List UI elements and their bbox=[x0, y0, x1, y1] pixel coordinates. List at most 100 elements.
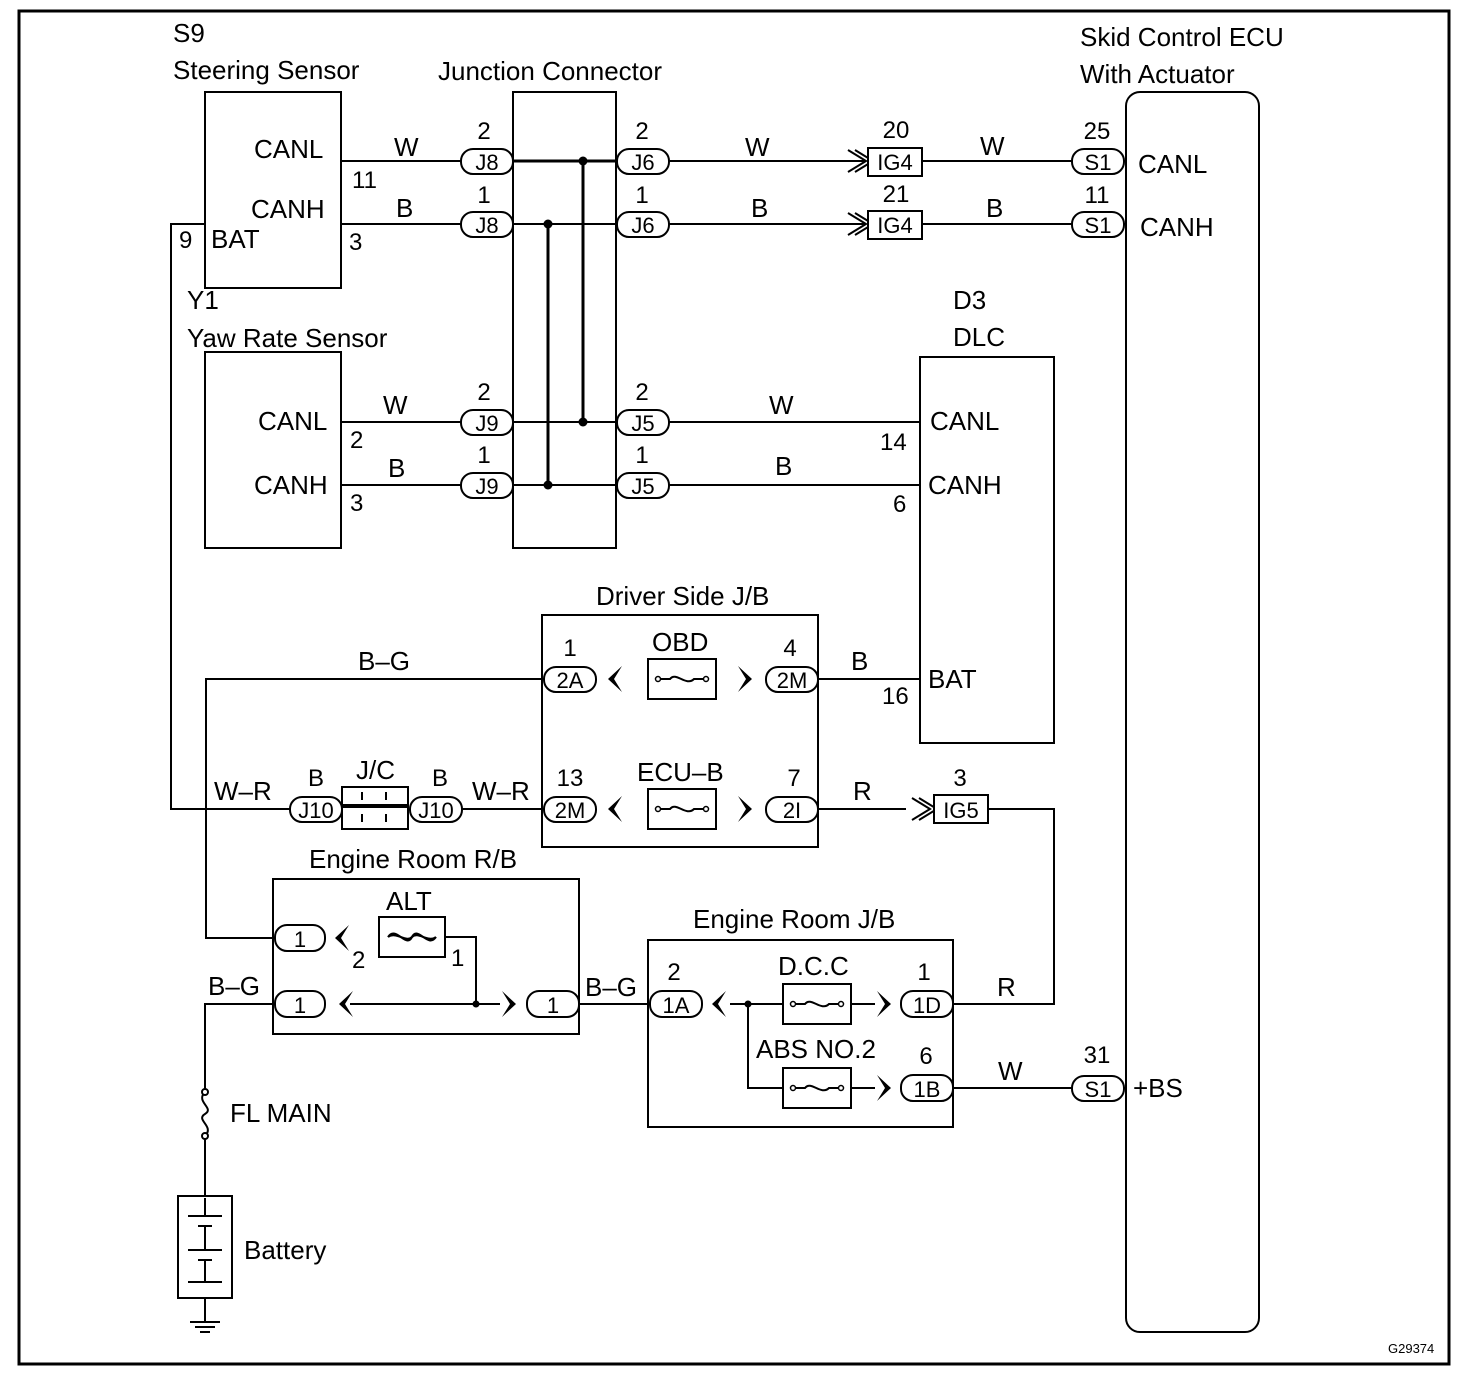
alt-pin-2: 2 bbox=[352, 947, 365, 974]
svg-text:W: W bbox=[769, 390, 794, 420]
svg-text:2: 2 bbox=[477, 379, 490, 406]
svg-text:1: 1 bbox=[294, 927, 306, 952]
ecub-fuse-box bbox=[647, 788, 717, 830]
driver-jb-box bbox=[541, 614, 819, 848]
diagram-frame bbox=[17, 9, 1451, 1366]
svg-text:IG5: IG5 bbox=[943, 798, 978, 823]
svg-text:S1: S1 bbox=[1085, 150, 1112, 175]
connector-rb-1-top: 1 bbox=[274, 924, 326, 952]
connector-1d: 1D 1 bbox=[900, 959, 954, 1018]
svg-text:1B: 1B bbox=[914, 1077, 941, 1102]
svg-text:2: 2 bbox=[635, 118, 648, 145]
svg-text:B–G: B–G bbox=[585, 972, 637, 1002]
svg-text:J5: J5 bbox=[631, 474, 654, 499]
svg-text:W: W bbox=[745, 132, 770, 162]
junction-connector: Junction Connector bbox=[438, 56, 662, 549]
splice-dots bbox=[472, 156, 752, 1008]
yaw-canh-label: CANH bbox=[254, 470, 328, 500]
wire-labels: W B W B W B W B W B B–G B W–R W–R R R B–… bbox=[208, 131, 1023, 1086]
svg-text:1: 1 bbox=[294, 993, 306, 1018]
steering-bat-label: BAT bbox=[211, 224, 260, 254]
skid-ecu-name-2: With Actuator bbox=[1080, 59, 1235, 89]
svg-text:J9: J9 bbox=[475, 411, 498, 436]
skid-ecu-canh-label: CANH bbox=[1140, 212, 1214, 242]
svg-text:J5: J5 bbox=[631, 411, 654, 436]
svg-text:6: 6 bbox=[919, 1043, 932, 1070]
steering-sensor-code: S9 bbox=[173, 18, 205, 48]
svg-text:J9: J9 bbox=[475, 474, 498, 499]
engine-jb-name: Engine Room J/B bbox=[693, 904, 895, 934]
svg-text:IG4: IG4 bbox=[877, 213, 912, 238]
connector-s1-b: S1 11 bbox=[1071, 182, 1125, 238]
battery-label: Battery bbox=[244, 1235, 326, 1265]
svg-text:J6: J6 bbox=[631, 150, 654, 175]
dlc-box bbox=[919, 356, 1055, 744]
svg-text:B: B bbox=[851, 646, 868, 676]
connector-ig4-a: IG4 20 bbox=[867, 117, 923, 177]
svg-text:1D: 1D bbox=[913, 993, 941, 1018]
steering-sensor-name: Steering Sensor bbox=[173, 55, 360, 85]
dlc-canh-label: CANH bbox=[928, 470, 1002, 500]
svg-text:2: 2 bbox=[477, 118, 490, 145]
svg-text:2: 2 bbox=[667, 959, 680, 986]
dlc-bat-pin: 16 bbox=[882, 683, 909, 710]
dlc: D3 DLC CANL CANH BAT 14 6 16 bbox=[880, 285, 1055, 744]
engine-rb-box bbox=[272, 878, 580, 1035]
yaw-canl-pin: 2 bbox=[350, 427, 363, 454]
svg-text:S1: S1 bbox=[1085, 213, 1112, 238]
svg-text:B–G: B–G bbox=[358, 646, 410, 676]
svg-text:B: B bbox=[388, 453, 405, 483]
svg-text:2A: 2A bbox=[557, 668, 584, 693]
svg-text:2: 2 bbox=[635, 379, 648, 406]
dlc-code: D3 bbox=[953, 285, 986, 315]
connector-j6-b: J6 1 bbox=[616, 182, 670, 238]
dlc-canh-pin: 6 bbox=[893, 491, 906, 518]
engine-room-rb: Engine Room R/B ALT 2 1 bbox=[272, 844, 580, 1035]
svg-text:B: B bbox=[751, 193, 768, 223]
svg-text:J10: J10 bbox=[418, 798, 453, 823]
svg-text:J6: J6 bbox=[631, 213, 654, 238]
jc-block: J/C bbox=[341, 755, 409, 830]
connector-j6-a: J6 2 bbox=[616, 118, 670, 175]
skid-control-ecu: Skid Control ECU With Actuator CANL CANH… bbox=[1080, 22, 1284, 1333]
svg-text:2M: 2M bbox=[555, 798, 586, 823]
svg-text:S1: S1 bbox=[1085, 1077, 1112, 1102]
jc-internal bbox=[361, 792, 387, 822]
svg-text:1: 1 bbox=[563, 635, 576, 662]
alt-pin-1: 1 bbox=[451, 945, 464, 972]
svg-text:R: R bbox=[853, 776, 872, 806]
connector-1a: 1A 2 bbox=[649, 959, 703, 1018]
steering-canh-label: CANH bbox=[251, 194, 325, 224]
connector-j5-b: J5 1 bbox=[616, 442, 670, 499]
svg-text:2I: 2I bbox=[783, 798, 801, 823]
connector-ig4-b: IG4 21 bbox=[867, 181, 923, 240]
abs2-fuse-label: ABS NO.2 bbox=[756, 1034, 876, 1064]
dlc-name: DLC bbox=[953, 322, 1005, 352]
yaw-rate-sensor-box bbox=[204, 351, 342, 549]
skid-ecu-bs-label: +BS bbox=[1133, 1073, 1183, 1103]
jc-label: J/C bbox=[356, 755, 395, 785]
svg-text:IG4: IG4 bbox=[877, 150, 912, 175]
svg-text:B: B bbox=[432, 765, 448, 792]
svg-text:W: W bbox=[383, 390, 408, 420]
driver-jb-name: Driver Side J/B bbox=[596, 581, 769, 611]
connector-j9-a: J9 2 bbox=[460, 379, 514, 436]
svg-text:1: 1 bbox=[477, 442, 490, 469]
connectors: J8 2 J8 1 J6 2 J6 1 J9 2 J9 1 bbox=[274, 117, 1125, 1102]
connector-rb-1-left: 1 bbox=[274, 990, 326, 1018]
junction-connector-box bbox=[512, 91, 617, 549]
fl-main-label: FL MAIN bbox=[230, 1098, 332, 1128]
ecub-fuse-label: ECU–B bbox=[637, 757, 724, 787]
obd-fuse-box bbox=[647, 658, 717, 700]
terminal-chevrons bbox=[335, 149, 939, 1101]
yaw-sensor-code: Y1 bbox=[187, 285, 219, 315]
connector-2i: 2I 7 bbox=[765, 765, 819, 823]
svg-text:25: 25 bbox=[1084, 118, 1111, 145]
fuse-elements bbox=[387, 675, 845, 1092]
yaw-sensor-name: Yaw Rate Sensor bbox=[187, 323, 388, 353]
svg-text:J8: J8 bbox=[475, 150, 498, 175]
yaw-rate-sensor: Y1 Yaw Rate Sensor CANL CANH 2 3 bbox=[187, 285, 388, 549]
svg-text:3: 3 bbox=[953, 765, 966, 792]
steering-canh-pin: 3 bbox=[349, 229, 362, 256]
